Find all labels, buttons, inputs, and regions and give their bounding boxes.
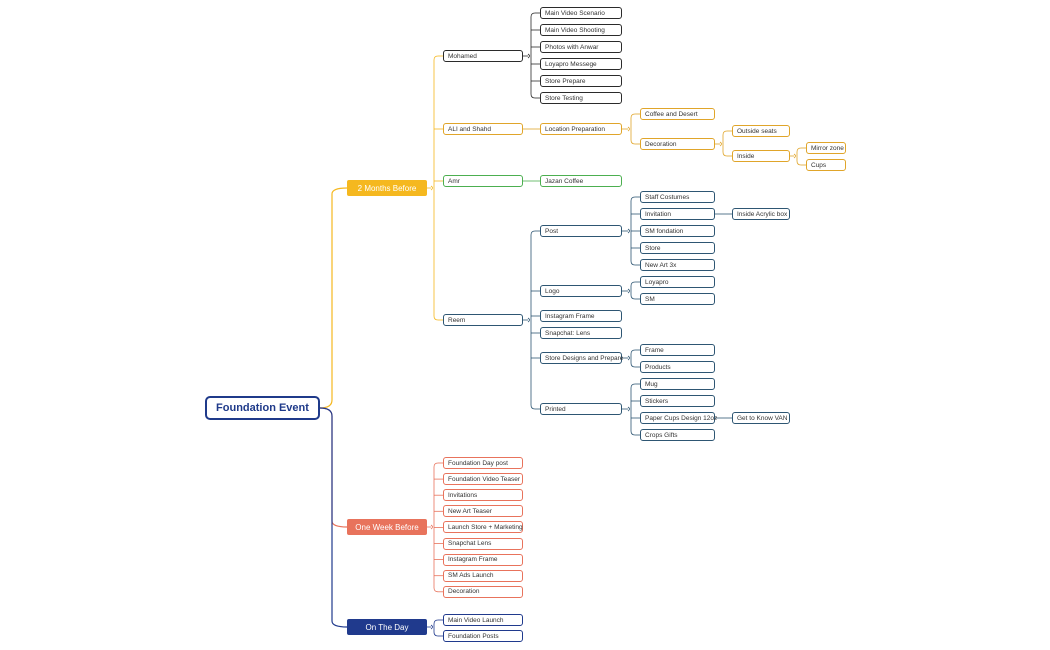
connector-line [793, 153, 796, 159]
node-foundation-day-post[interactable]: Foundation Day post [443, 457, 523, 469]
connector-line [319, 407, 348, 628]
node-loyapro-messege[interactable]: Loyapro Messege [540, 58, 622, 70]
connector-line [530, 12, 536, 99]
connector-line [719, 141, 722, 147]
node-inside[interactable]: Inside [732, 150, 790, 162]
node-snapchat-lens[interactable]: Snapchat: Lens [540, 327, 622, 339]
connector-line [433, 55, 439, 321]
connector-line [627, 288, 630, 294]
connector-line [319, 407, 348, 528]
node-instagram-frame[interactable]: Instagram Frame [443, 553, 523, 566]
connector-line [796, 147, 802, 166]
node-decoration[interactable]: Decoration [443, 585, 523, 598]
node-outside-seats[interactable]: Outside seats [732, 125, 790, 137]
node-paper-cups-design-12oz[interactable]: Paper Cups Design 12oz [640, 412, 717, 424]
node-logo[interactable]: Logo [540, 285, 622, 297]
connector-line [527, 53, 530, 59]
node-products[interactable]: Products [640, 361, 715, 373]
connector-line [433, 619, 439, 637]
node-coffee-and-desert[interactable]: Coffee and Desert [640, 108, 715, 120]
node-get-to-know-van[interactable]: Get to Know VAN [732, 412, 790, 424]
node-new-art-3x[interactable]: New Art 3x [640, 259, 715, 271]
node-mohamed[interactable]: Mohamed [443, 50, 523, 62]
node-decoration[interactable]: Decoration [640, 138, 715, 150]
connector-line [530, 230, 536, 410]
node-store-testing[interactable]: Store Testing [540, 92, 622, 104]
connector-line [627, 228, 630, 234]
node-mirror-zone[interactable]: Mirror zone [806, 142, 846, 154]
connector-line [627, 355, 630, 361]
node-sm-fondation[interactable]: SM fondation [640, 225, 715, 237]
node-invitations[interactable]: Invitations [443, 489, 523, 502]
connector-line [319, 187, 348, 409]
connector-line [630, 281, 636, 300]
node-ali-and-shahd[interactable]: ALI and Shahd [443, 123, 523, 135]
node-main-video-shooting[interactable]: Main Video Shooting [540, 24, 622, 36]
node-new-art-teaser[interactable]: New Art Teaser [443, 505, 523, 518]
node-jazan-coffee[interactable]: Jazan Coffee [540, 175, 622, 187]
node-store-designs-and-prepare[interactable]: Store Designs and Prepare [540, 352, 623, 364]
node-main-video-scenario[interactable]: Main Video Scenario [540, 7, 622, 19]
node-2-months-before[interactable]: 2 Months Before [347, 180, 427, 196]
node-snapchat-lens[interactable]: Snapchat Lens [443, 537, 523, 550]
node-foundation-event[interactable]: Foundation Event [205, 396, 320, 420]
node-photos-with-anwar[interactable]: Photos with Anwar [540, 41, 622, 53]
node-instagram-frame[interactable]: Instagram Frame [540, 310, 622, 322]
connector-line [430, 524, 433, 530]
node-stickers[interactable]: Stickers [640, 395, 715, 407]
connector-line [630, 113, 636, 145]
node-foundation-posts[interactable]: Foundation Posts [443, 630, 523, 642]
connector-line [630, 349, 636, 368]
connector-line [630, 383, 636, 436]
node-main-video-launch[interactable]: Main Video Launch [443, 614, 523, 626]
node-amr[interactable]: Amr [443, 175, 523, 187]
node-frame[interactable]: Frame [640, 344, 715, 356]
node-mug[interactable]: Mug [640, 378, 715, 390]
connector-line [627, 406, 630, 412]
node-printed[interactable]: Printed [540, 403, 622, 415]
node-staff-costumes[interactable]: Staff Costumes [640, 191, 715, 203]
node-foundation-video-teaser[interactable]: Foundation Video Teaser [443, 473, 523, 486]
node-invitation[interactable]: Invitation [640, 208, 715, 220]
connector-line [430, 624, 433, 630]
node-post[interactable]: Post [540, 225, 622, 237]
connector-line [722, 130, 728, 157]
node-loyapro[interactable]: Loyapro [640, 276, 715, 288]
node-cups[interactable]: Cups [806, 159, 846, 171]
node-store[interactable]: Store [640, 242, 715, 254]
node-one-week-before[interactable]: One Week Before [347, 519, 427, 535]
node-store-prepare[interactable]: Store Prepare [540, 75, 622, 87]
node-on-the-day[interactable]: On The Day [347, 619, 427, 635]
node-crops-gifts[interactable]: Crops Gifts [640, 429, 715, 441]
node-sm-ads-launch[interactable]: SM Ads Launch [443, 569, 523, 582]
connector-line [527, 317, 530, 323]
node-reem[interactable]: Reem [443, 314, 523, 326]
connector-line [430, 185, 433, 191]
connector-line [627, 126, 630, 132]
node-inside-acrylic-box[interactable]: Inside Acrylic box [732, 208, 790, 220]
node-sm[interactable]: SM [640, 293, 715, 305]
node-launch-store-marketing[interactable]: Launch Store + Marketing [443, 521, 523, 534]
node-location-preparation[interactable]: Location Preparation [540, 123, 622, 135]
